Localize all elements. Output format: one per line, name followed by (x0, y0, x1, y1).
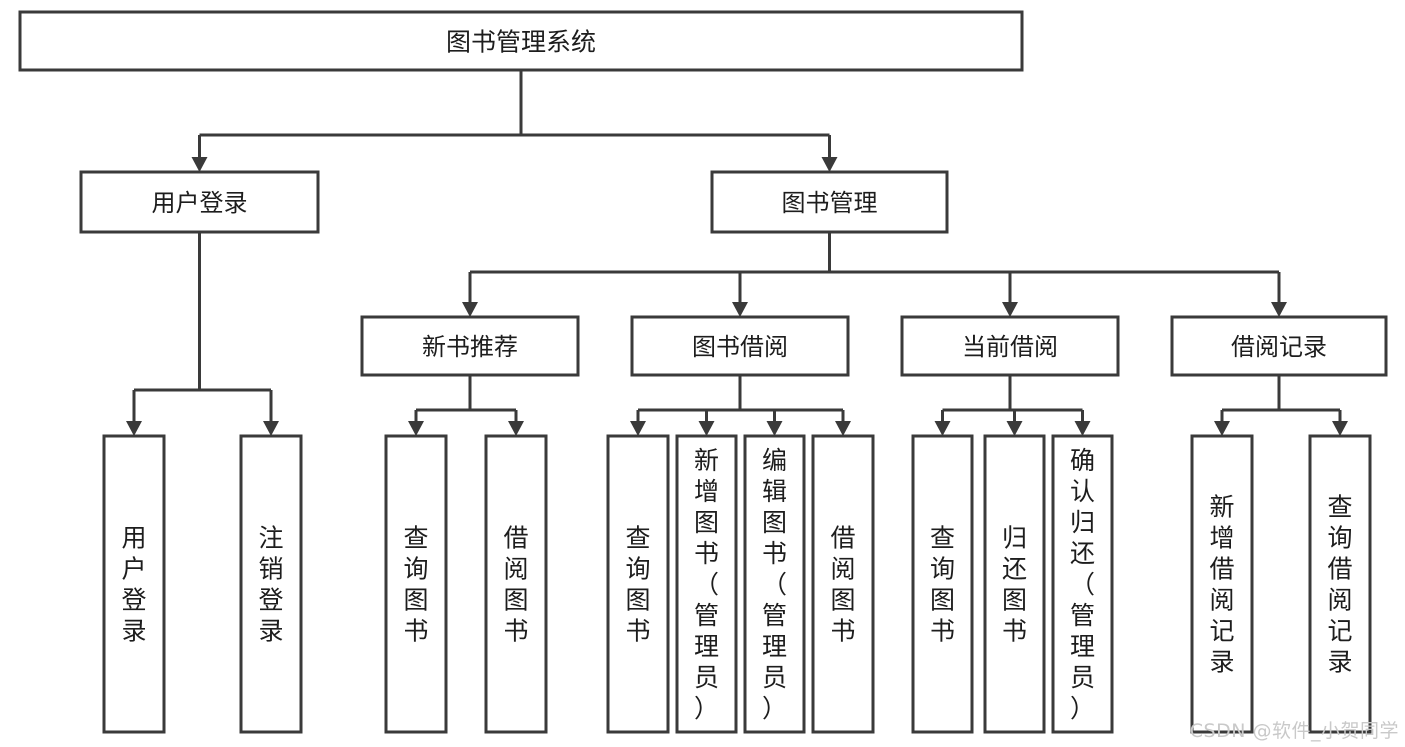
arrow-head (1074, 421, 1091, 436)
node-new-book-recommend[interactable]: 新书推荐 (360, 315, 580, 377)
node-new-book-recommend-label: 新书推荐 (422, 333, 518, 361)
node-book-management[interactable]: 图书管理 (710, 170, 949, 234)
node-leaf-query-record-rect[interactable] (1308, 434, 1372, 734)
node-root-label: 图书管理系统 (446, 28, 596, 57)
node-leaf-query-record-label: 查询借阅记录 (1327, 492, 1352, 676)
node-leaf-confirm-return[interactable]: 确认归还（管理员） (1051, 434, 1114, 734)
node-leaf-borrow-book-1-label: 借阅图书 (503, 523, 528, 645)
arrow-head (732, 302, 748, 317)
arrow-head (934, 421, 951, 436)
node-leaf-user-login-rect[interactable] (102, 434, 166, 734)
node-leaf-add-record-label: 新增借阅记录 (1209, 492, 1234, 676)
node-borrow-record-label: 借阅记录 (1231, 333, 1327, 361)
node-leaf-user-logout-rect[interactable] (239, 434, 303, 734)
node-leaf-add-record[interactable]: 新增借阅记录 (1190, 434, 1254, 734)
node-borrow-record[interactable]: 借阅记录 (1170, 315, 1388, 377)
node-book-management-rect[interactable] (710, 170, 949, 234)
arrow-head (126, 421, 142, 436)
node-leaf-query-book-3-label: 查询图书 (930, 523, 955, 645)
node-leaf-query-book-2-label: 查询图书 (625, 523, 650, 645)
node-leaf-query-book-1-rect[interactable] (384, 434, 448, 734)
node-user-login[interactable]: 用户登录 (79, 170, 320, 234)
arrow-head (1002, 302, 1018, 317)
arrow-head (191, 157, 208, 172)
node-leaf-borrow-book-2-rect[interactable] (811, 434, 875, 734)
node-leaf-query-book-3-rect[interactable] (911, 434, 974, 734)
node-leaf-borrow-book-2-label: 借阅图书 (830, 523, 855, 645)
arrow-head (1214, 421, 1230, 436)
node-leaf-query-book-1[interactable]: 查询图书 (384, 434, 448, 734)
node-current-borrow-rect[interactable] (900, 315, 1120, 377)
node-new-book-recommend-rect[interactable] (360, 315, 580, 377)
node-current-borrow[interactable]: 当前借阅 (900, 315, 1120, 377)
node-leaf-add-book-rect[interactable] (675, 434, 738, 734)
arrow-head (1006, 421, 1023, 436)
node-leaf-query-book-3[interactable]: 查询图书 (911, 434, 974, 734)
node-leaf-add-book[interactable]: 新增图书（管理员） (675, 434, 738, 734)
node-leaf-query-book-2[interactable]: 查询图书 (606, 434, 670, 734)
arrow-head (508, 421, 524, 436)
node-book-management-label: 图书管理 (782, 189, 878, 217)
node-leaf-user-logout[interactable]: 注销登录 (239, 434, 303, 734)
node-leaf-add-record-rect[interactable] (1190, 434, 1254, 734)
node-leaf-borrow-book-1[interactable]: 借阅图书 (484, 434, 548, 734)
node-leaf-borrow-book-1-rect[interactable] (484, 434, 548, 734)
node-leaf-borrow-book-2[interactable]: 借阅图书 (811, 434, 875, 734)
node-leaf-add-book-label: 新增图书（管理员） (694, 446, 719, 723)
connector-lines (126, 70, 1348, 436)
arrow-head (1332, 421, 1348, 436)
node-leaf-return-book-label: 归还图书 (1002, 523, 1027, 645)
node-leaf-return-book-rect[interactable] (983, 434, 1046, 734)
node-book-borrow-rect[interactable] (630, 315, 850, 377)
node-leaf-user-login-label: 用户登录 (121, 523, 146, 645)
node-leaf-user-login[interactable]: 用户登录 (102, 434, 166, 734)
node-leaf-query-record[interactable]: 查询借阅记录 (1308, 434, 1372, 734)
node-leaf-edit-book[interactable]: 编辑图书（管理员） (743, 434, 806, 734)
arrow-head (1271, 302, 1287, 317)
node-leaf-edit-book-label: 编辑图书（管理员） (762, 446, 787, 723)
node-book-borrow[interactable]: 图书借阅 (630, 315, 850, 377)
arrow-head (408, 421, 424, 436)
node-leaf-query-book-1-label: 查询图书 (403, 523, 428, 645)
node-leaf-user-logout-label: 注销登录 (258, 523, 283, 645)
node-current-borrow-label: 当前借阅 (962, 333, 1058, 361)
arrow-head (766, 421, 783, 436)
node-leaf-confirm-return-label: 确认归还（管理员） (1070, 446, 1095, 723)
node-leaf-return-book[interactable]: 归还图书 (983, 434, 1046, 734)
node-book-borrow-label: 图书借阅 (692, 333, 788, 361)
arrow-head (263, 421, 279, 436)
arrow-head (630, 421, 646, 436)
node-root-rect[interactable] (18, 10, 1024, 72)
node-borrow-record-rect[interactable] (1170, 315, 1388, 377)
arrow-head (835, 421, 851, 436)
box-nodes: 图书管理系统用户登录图书管理新书推荐图书借阅当前借阅借阅记录用户登录注销登录查询… (18, 10, 1388, 734)
node-user-login-rect[interactable] (79, 170, 320, 234)
arrow-head (698, 421, 715, 436)
arrow-head (462, 302, 478, 317)
node-leaf-query-book-2-rect[interactable] (606, 434, 670, 734)
node-leaf-confirm-return-rect[interactable] (1051, 434, 1114, 734)
arrow-head (821, 157, 838, 172)
node-user-login-label: 用户登录 (152, 189, 248, 217)
node-leaf-edit-book-rect[interactable] (743, 434, 806, 734)
node-root[interactable]: 图书管理系统 (18, 10, 1024, 72)
